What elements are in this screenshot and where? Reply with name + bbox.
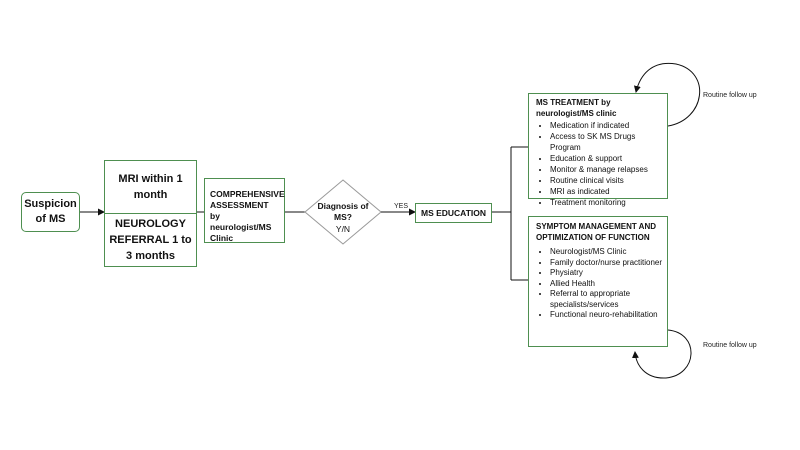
treatment-item: Medication if indicated <box>550 120 663 131</box>
symptom-item: Functional neuro-rehabilitation <box>550 310 663 321</box>
mri-node: MRI within 1 month <box>104 160 197 214</box>
education-node: MS EDUCATION <box>415 203 492 223</box>
treatment-item: Monitor & manage relapses <box>550 164 663 175</box>
treatment-list: Medication if indicated Access to SK MS … <box>536 120 663 208</box>
followup-top-label: Routine follow up <box>703 92 757 99</box>
routine-followup-loop-top <box>633 62 701 127</box>
yes-label: YES <box>394 203 409 210</box>
symptom-title: SYMPTOM MANAGEMENT AND OPTIMIZATION OF F… <box>536 222 656 242</box>
suspicion-label: Suspicion of MS <box>24 198 77 225</box>
symptom-item: Family doctor/nurse practitioner <box>550 258 663 269</box>
assessment-node: COMPREHENSIVE ASSESSMENT by neurologist/… <box>204 178 285 243</box>
treatment-item: MRI as indicated <box>550 186 663 197</box>
treatment-item: Routine clinical visits <box>550 175 663 186</box>
neurology-referral-label: NEUROLOGY REFERRAL 1 to 3 months <box>109 218 192 262</box>
symptom-item: Neurologist/MS Clinic <box>550 247 663 258</box>
symptom-item: Physiatry <box>550 268 663 279</box>
symptom-item: Referral to appropriate specialists/serv… <box>550 289 663 310</box>
symptom-list: Neurologist/MS Clinic Family doctor/nurs… <box>536 247 663 321</box>
treatment-node: MS TREATMENT by neurologist/MS clinic Me… <box>528 93 668 207</box>
diagnosis-yn: Y/N <box>312 224 374 234</box>
suspicion-node: Suspicion of MS <box>21 192 80 232</box>
treatment-item: Access to SK MS Drugs Program <box>550 131 663 153</box>
mri-label: MRI within 1 month <box>118 173 183 201</box>
routine-followup-loop-bottom <box>631 329 692 379</box>
symptom-node: SYMPTOM MANAGEMENT AND OPTIMIZATION OF F… <box>528 216 668 347</box>
treatment-title: MS TREATMENT by neurologist/MS clinic <box>536 98 617 118</box>
treatment-item: Education & support <box>550 153 663 164</box>
assessment-label: COMPREHENSIVE ASSESSMENT by neurologist/… <box>210 189 285 243</box>
diagnosis-question-label: Diagnosis of MS? <box>317 201 369 222</box>
education-label: MS EDUCATION <box>420 208 486 218</box>
treatment-item: Treatment monitoring <box>550 197 663 208</box>
diagnosis-yn-label: Y/N <box>335 224 351 234</box>
diagnosis-diamond <box>304 179 382 245</box>
neurology-referral-node: NEUROLOGY REFERRAL 1 to 3 months <box>104 213 197 267</box>
followup-bottom-label: Routine follow up <box>703 342 757 349</box>
symptom-item: Allied Health <box>550 279 663 290</box>
diagnosis-question: Diagnosis of MS? <box>312 201 374 223</box>
